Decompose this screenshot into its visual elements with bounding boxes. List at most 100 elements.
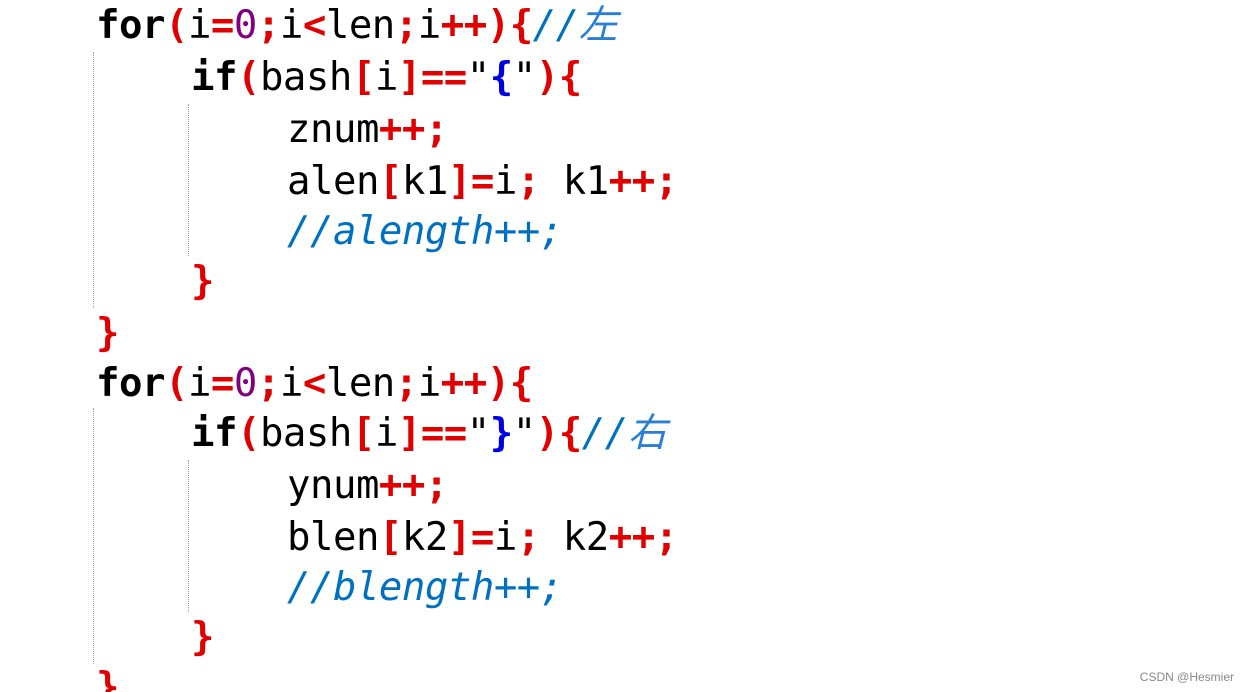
code-line-7: } xyxy=(96,308,119,360)
paren: ) xyxy=(486,3,510,48)
operator: < xyxy=(302,3,326,48)
code-line-14: } xyxy=(96,662,119,692)
keyword: if xyxy=(191,411,237,456)
operator: = xyxy=(210,3,234,48)
code-line-2: if(bash[i]=="{"){ xyxy=(191,52,582,104)
semicolon: ; xyxy=(516,159,540,204)
indent-guide xyxy=(93,52,94,308)
identifier: bash xyxy=(259,55,352,100)
operator: = xyxy=(470,159,494,204)
number: 0 xyxy=(233,361,257,406)
keyword: if xyxy=(191,55,237,100)
paren: ) xyxy=(486,361,510,406)
operator: ++ xyxy=(440,3,487,48)
identifier: k1 xyxy=(401,159,448,204)
whitespace xyxy=(540,515,563,560)
bracket: [ xyxy=(351,411,375,456)
semicolon: ; xyxy=(256,3,280,48)
identifier: i xyxy=(417,361,441,406)
indent-guide xyxy=(188,460,189,612)
paren: ( xyxy=(164,361,188,406)
paren: ( xyxy=(164,3,188,48)
identifier: znum xyxy=(287,107,379,152)
identifier: len xyxy=(325,361,395,406)
comment: //blength++; xyxy=(287,565,563,610)
brace: { xyxy=(558,55,582,100)
identifier: ynum xyxy=(287,463,379,508)
identifier: i xyxy=(374,55,398,100)
code-line-5: //alength++; xyxy=(287,206,563,258)
bracket: ] xyxy=(447,515,471,560)
bracket: ] xyxy=(397,411,421,456)
bracket: ] xyxy=(447,159,471,204)
brace: { xyxy=(558,411,582,456)
operator: ++ xyxy=(440,361,487,406)
operator: == xyxy=(420,55,467,100)
whitespace xyxy=(540,159,563,204)
identifier: i xyxy=(374,411,398,456)
operator: == xyxy=(420,411,467,456)
keyword: for xyxy=(96,3,165,48)
comment: //alength++; xyxy=(287,209,563,254)
code-line-4: alen[k1]=i; k1++; xyxy=(287,156,678,208)
semicolon: ; xyxy=(394,361,418,406)
identifier: blen xyxy=(287,515,379,560)
identifier: i xyxy=(187,3,211,48)
keyword: for xyxy=(96,361,165,406)
semicolon: ; xyxy=(256,361,280,406)
code-line-1: for(i=0;i<len;i++){//左 xyxy=(96,0,618,52)
code-line-3: znum++; xyxy=(287,104,448,156)
comment: // xyxy=(532,3,579,48)
code-line-13: } xyxy=(191,612,214,664)
operator: < xyxy=(302,361,326,406)
paren: ) xyxy=(535,411,559,456)
indent-guide xyxy=(188,104,189,256)
semicolon: ; xyxy=(516,515,540,560)
number: 0 xyxy=(233,3,257,48)
code-line-6: } xyxy=(191,256,214,308)
identifier: k2 xyxy=(401,515,448,560)
semicolon: ; xyxy=(394,3,418,48)
operator: ++; xyxy=(608,515,678,560)
bracket: [ xyxy=(351,55,375,100)
code-line-9: if(bash[i]=="}"){//右 xyxy=(191,408,667,460)
operator: = xyxy=(210,361,234,406)
string-quote: " xyxy=(512,55,536,100)
comment: 左 xyxy=(578,3,618,48)
operator: ++; xyxy=(608,159,678,204)
brace: { xyxy=(509,3,533,48)
comment: 右 xyxy=(627,411,667,456)
comment: // xyxy=(581,411,628,456)
identifier: i xyxy=(279,3,303,48)
identifier: alen xyxy=(287,159,379,204)
identifier: len xyxy=(325,3,395,48)
operator: = xyxy=(470,515,494,560)
paren: ) xyxy=(535,55,559,100)
string-quote: " xyxy=(466,55,490,100)
string-char: { xyxy=(489,55,513,100)
brace: } xyxy=(191,259,214,304)
operator: ++; xyxy=(378,107,448,152)
code-line-12: //blength++; xyxy=(287,562,563,614)
identifier: i xyxy=(187,361,211,406)
brace: { xyxy=(509,361,533,406)
identifier: k2 xyxy=(562,515,609,560)
string-quote: " xyxy=(512,411,536,456)
code-line-8: for(i=0;i<len;i++){ xyxy=(96,358,533,410)
string-char: } xyxy=(489,411,513,456)
brace: } xyxy=(96,311,119,356)
indent-guide xyxy=(93,408,94,664)
paren: ( xyxy=(236,411,260,456)
code-line-11: blen[k2]=i; k2++; xyxy=(287,512,678,564)
bracket: [ xyxy=(378,159,402,204)
bracket: [ xyxy=(378,515,402,560)
identifier: i xyxy=(417,3,441,48)
brace: } xyxy=(191,615,214,660)
code-line-10: ynum++; xyxy=(287,460,448,512)
identifier: i xyxy=(279,361,303,406)
operator: ++; xyxy=(378,463,448,508)
string-quote: " xyxy=(466,411,490,456)
identifier: bash xyxy=(259,411,352,456)
identifier: i xyxy=(493,515,517,560)
